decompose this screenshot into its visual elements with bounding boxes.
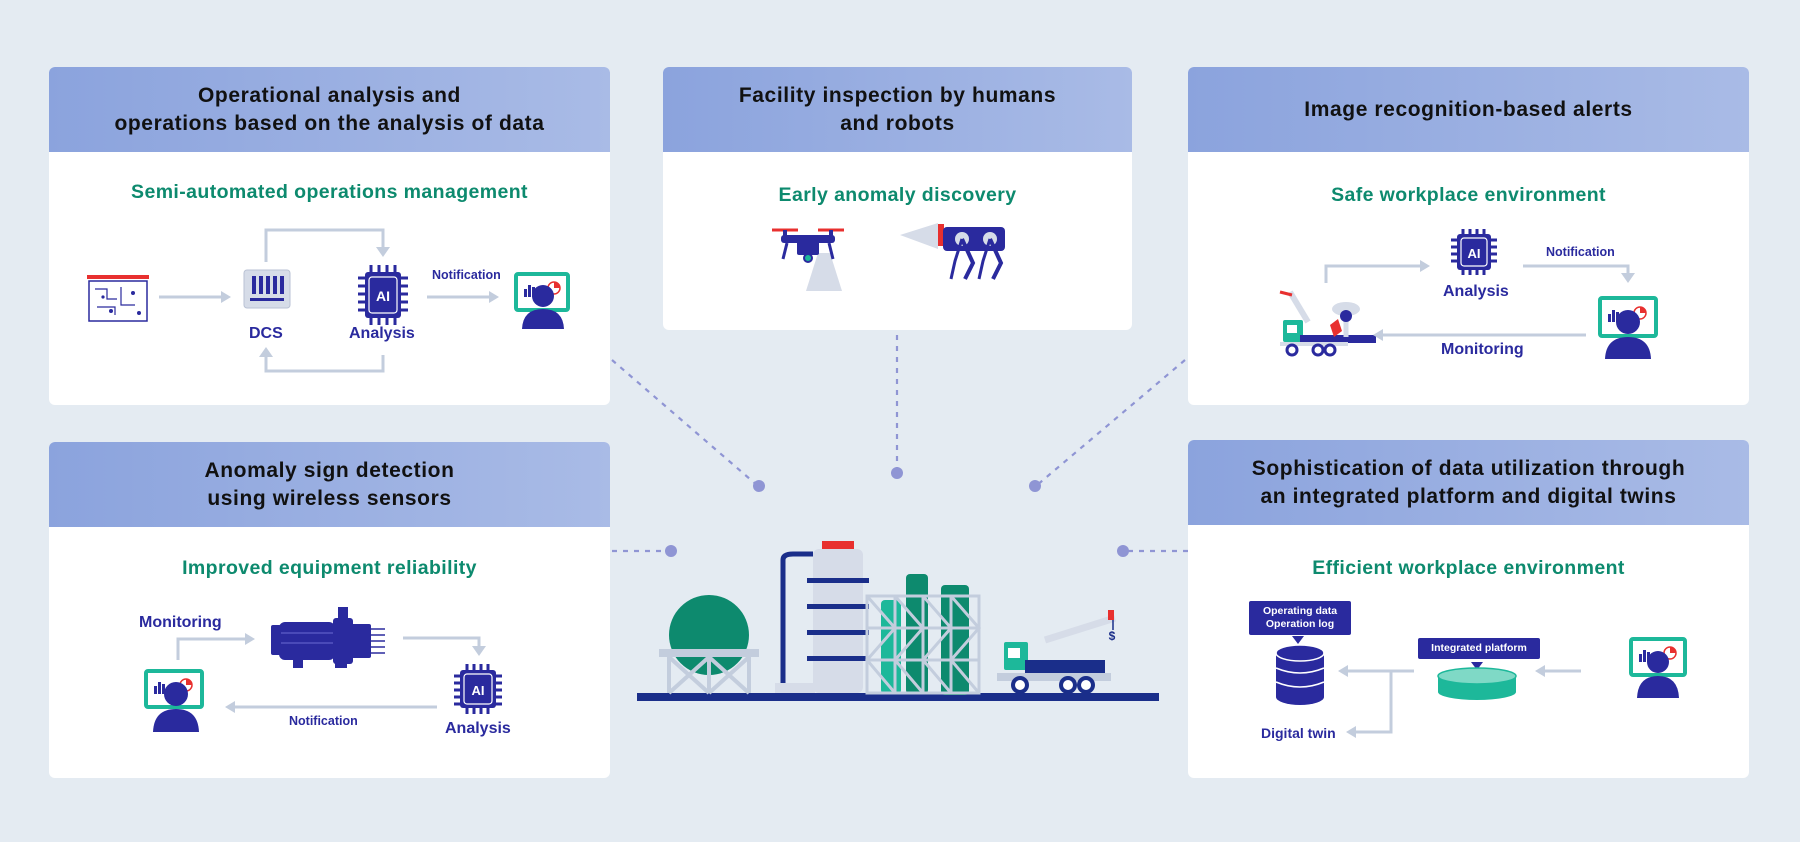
ai-chip-icon: AI bbox=[1451, 229, 1497, 275]
ai-chip-icon: AI bbox=[358, 265, 408, 325]
connector-dot-platform bbox=[1117, 545, 1129, 557]
operator-monitor-icon bbox=[514, 272, 570, 329]
analysis-label: Analysis bbox=[349, 325, 415, 342]
notification-label: Notification bbox=[432, 268, 501, 282]
dcs-server-icon bbox=[243, 269, 291, 309]
analysis-label: Analysis bbox=[1443, 283, 1509, 300]
svg-text:AI: AI bbox=[376, 288, 390, 304]
alerts-flow-diagram: AI bbox=[1279, 229, 1658, 359]
panel-subtitle: Safe workplace environment bbox=[1331, 184, 1606, 206]
panel-title: Sophistication of data utilization throu… bbox=[1188, 440, 1749, 525]
panel-integrated-platform: Sophistication of data utilization throu… bbox=[1188, 440, 1749, 778]
connector-dot-image bbox=[1029, 480, 1041, 492]
connector-dot-anomaly bbox=[665, 545, 677, 557]
monitoring-label: Monitoring bbox=[1441, 341, 1524, 358]
notification-label: Notification bbox=[1546, 245, 1615, 259]
panel-subtitle: Semi-automated operations management bbox=[131, 181, 528, 203]
panel-facility-inspection: Facility inspection by humans and robots… bbox=[663, 67, 1132, 330]
operator-monitor-icon bbox=[144, 669, 204, 732]
panel-operational-analysis: Operational analysis and operations base… bbox=[49, 67, 610, 405]
svg-text:AI: AI bbox=[472, 683, 485, 698]
operator-monitor-icon bbox=[1629, 637, 1687, 698]
lattice-structure bbox=[865, 574, 981, 695]
panel-image-recognition: Image recognition-based alerts Safe work… bbox=[1188, 67, 1749, 405]
dcs-label: DCS bbox=[249, 325, 283, 342]
connector-dot-inspection bbox=[891, 467, 903, 479]
connector-dot-operational bbox=[753, 480, 765, 492]
robot-dog-icon bbox=[900, 223, 1005, 280]
panel-subtitle: Improved equipment reliability bbox=[182, 557, 477, 579]
panel-subtitle: Early anomaly discovery bbox=[778, 184, 1017, 206]
operating-data-callout: Operating data Operation log bbox=[1249, 601, 1351, 635]
distillation-column bbox=[807, 541, 869, 693]
drone-icon bbox=[772, 228, 844, 291]
panel-subtitle: Efficient workplace environment bbox=[1312, 557, 1625, 579]
spherical-tank bbox=[659, 595, 759, 695]
panel-anomaly-detection: Anomaly sign detection using wireless se… bbox=[49, 442, 610, 778]
pump-motor-icon bbox=[271, 607, 385, 668]
operator-monitor-icon bbox=[1598, 296, 1658, 359]
analysis-label: Analysis bbox=[445, 720, 511, 737]
panel-title: Image recognition-based alerts bbox=[1188, 67, 1749, 152]
panel-title: Operational analysis and operations base… bbox=[49, 67, 610, 152]
operations-flow-diagram: AI bbox=[87, 228, 570, 373]
crane-truck: $ bbox=[997, 610, 1117, 694]
panel-title: Facility inspection by humans and robots bbox=[663, 67, 1132, 152]
industrial-plant-icon: $ bbox=[637, 541, 1159, 701]
crane-truck-camera-icon bbox=[1279, 290, 1376, 357]
panel-title: Anomaly sign detection using wireless se… bbox=[49, 442, 610, 527]
inspection-illustration bbox=[772, 223, 1005, 291]
svg-text:AI: AI bbox=[1468, 246, 1481, 261]
ai-chip-icon: AI bbox=[454, 664, 502, 714]
digital-twin-label: Digital twin bbox=[1261, 725, 1336, 741]
monitoring-label: Monitoring bbox=[139, 614, 222, 631]
integrated-platform-icon bbox=[1437, 667, 1517, 700]
svg-text:$: $ bbox=[1109, 629, 1116, 643]
anomaly-flow-diagram: AI bbox=[144, 607, 502, 732]
database-icon bbox=[1275, 644, 1325, 705]
control-board-icon bbox=[87, 275, 149, 322]
notification-label: Notification bbox=[289, 714, 358, 728]
integrated-platform-callout: Integrated platform bbox=[1418, 638, 1540, 659]
platform-flow-diagram bbox=[1275, 636, 1687, 738]
